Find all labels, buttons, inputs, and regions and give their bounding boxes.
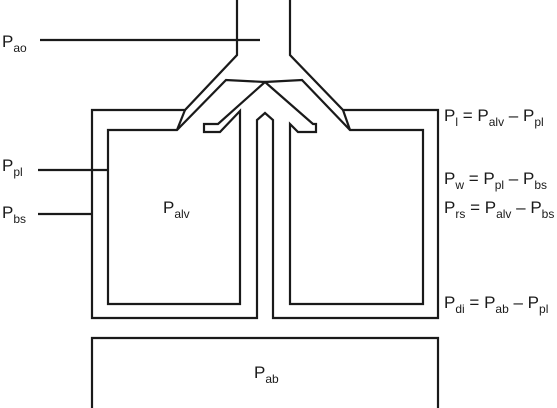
equation-subscript: l [455, 115, 458, 129]
abdomen-outline [90, 336, 440, 408]
equation-operator: – [504, 169, 523, 188]
equation-symbol: P [444, 169, 455, 188]
equation-subscript: w [454, 178, 464, 192]
right-lung-outline [262, 78, 425, 306]
equation-operator: = [465, 198, 484, 217]
p-bs-label: Pbs [2, 203, 26, 226]
equation-symbol: P [444, 106, 455, 125]
equation-p-di: Pdi = Pab – Ppl [444, 293, 548, 316]
equation-subscript: bs [542, 207, 555, 221]
equation-symbol: P [477, 106, 488, 125]
outer-airway-chest-wall-outline [90, 0, 440, 320]
equation-operator: – [509, 293, 528, 312]
equation-p-w: Pw = Ppl – Pbs [444, 169, 547, 192]
equation-symbol: P [484, 293, 495, 312]
equation-subscript: alv [489, 115, 504, 129]
equation-operator: – [511, 198, 530, 217]
equation-p-rs: Prs = Palv – Pbs [444, 198, 554, 221]
left-inner-chest-wall [175, 109, 187, 131]
equation-operator: = [464, 169, 483, 188]
left-lung-outline [106, 78, 268, 306]
equation-p-l: Pl = Palv – Ppl [444, 106, 544, 129]
right-inner-chest-wall [341, 109, 352, 131]
equation-subscript: alv [496, 207, 511, 221]
equation-subscript: di [455, 302, 464, 316]
equation-operator: – [504, 106, 523, 125]
equation-subscript: ab [495, 302, 509, 316]
equation-symbol: P [523, 169, 534, 188]
equation-symbol: P [528, 293, 539, 312]
equation-symbol: P [444, 198, 455, 217]
equation-symbol: P [444, 293, 455, 312]
equation-subscript: pl [495, 178, 504, 192]
equation-symbol: P [485, 198, 496, 217]
equation-subscript: pl [534, 115, 543, 129]
equation-symbol: P [530, 198, 541, 217]
equation-symbol: P [523, 106, 534, 125]
equation-operator: = [458, 106, 477, 125]
p-ab-label: Pab [254, 363, 279, 386]
equation-symbol: P [483, 169, 494, 188]
equation-subscript: rs [455, 207, 465, 221]
p-ao-label: Pao [2, 32, 27, 55]
equation-operator: = [465, 293, 484, 312]
equation-subscript: bs [534, 178, 547, 192]
p-alv-label: Palv [163, 198, 190, 221]
equation-subscript: pl [539, 302, 548, 316]
p-pl-label: Ppl [2, 156, 23, 179]
